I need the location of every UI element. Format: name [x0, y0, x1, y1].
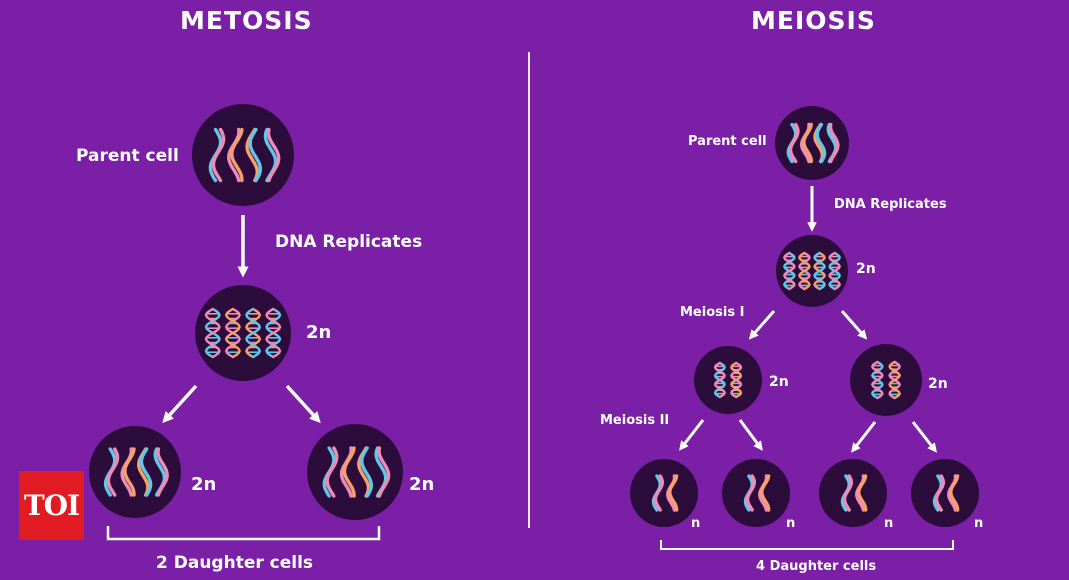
dna-strand	[760, 474, 771, 512]
dna-strand	[730, 361, 743, 399]
dna-strand	[934, 474, 945, 512]
dna-strand	[842, 474, 853, 512]
mitosis-arrow-right	[285, 384, 321, 424]
dna-strand	[325, 446, 339, 498]
dna-strand	[668, 474, 679, 512]
mitosis-ploidy-daughter-1: 2n	[191, 474, 217, 495]
dna-strand	[653, 474, 664, 512]
dna-strand	[813, 251, 826, 291]
panel-divider	[528, 52, 530, 528]
dna-strand	[802, 122, 813, 164]
meiosis-daughter-bracket	[660, 540, 954, 550]
mitosis-daughter-cell-1	[89, 426, 181, 518]
meiosis-ploidy-replicated: 2n	[856, 261, 876, 277]
mitosis-title: METOSIS	[180, 6, 313, 35]
meiosis-ii-cell-2	[722, 459, 790, 527]
mitosis-parent-label: Parent cell	[76, 146, 179, 166]
dna-strand	[745, 474, 756, 512]
meiosis-ii-cell-3	[819, 459, 887, 527]
meiosis-title: MEIOSIS	[751, 6, 876, 35]
meiosis-arrow-ii-1	[679, 419, 705, 451]
meiosis-i-ploidy-2: 2n	[928, 376, 948, 392]
dna-strand	[377, 446, 391, 498]
dna-strand	[266, 127, 281, 183]
mitosis-daughter-cell-2	[307, 424, 403, 520]
mitosis-ploidy-daughter-2: 2n	[409, 474, 435, 495]
dna-strand	[211, 127, 226, 183]
meiosis-arrow-ii-2	[738, 419, 763, 451]
dna-strand	[798, 251, 811, 291]
dna-strand	[265, 307, 282, 359]
dna-strand	[245, 307, 262, 359]
mitosis-replicate-label: DNA Replicates	[275, 232, 423, 252]
dna-strand	[360, 446, 373, 498]
dna-strand	[828, 251, 842, 291]
dna-strand	[156, 447, 169, 497]
meiosis-daughter-label: 4 Daughter cells	[756, 559, 877, 574]
mitosis-parent-cell	[192, 104, 294, 206]
meiosis-i-cell-2	[850, 344, 922, 416]
meiosis-ii-ploidy-2: n	[786, 516, 796, 531]
meiosis-ii-ploidy-4: n	[974, 516, 984, 531]
dna-strand	[888, 360, 902, 400]
meiosis-parent-cell	[775, 106, 849, 180]
mitosis-daughter-bracket	[106, 526, 381, 541]
dna-strand	[248, 127, 262, 183]
meiosis-parent-label: Parent cell	[688, 134, 767, 149]
meiosis-ii-cell-1	[630, 459, 698, 527]
meiosis-i-ploidy-1: 2n	[769, 374, 789, 390]
dna-strand	[713, 361, 726, 399]
meiosis-replicate-label: DNA Replicates	[834, 197, 947, 212]
dna-strand	[788, 122, 800, 164]
dna-strand	[139, 447, 153, 497]
meiosis-ii-ploidy-1: n	[691, 516, 701, 531]
dna-strand	[123, 447, 136, 497]
dna-strand	[782, 251, 796, 291]
meiosis-arrow-i-left	[748, 310, 776, 340]
meiosis-arrow-ii-3	[851, 421, 877, 453]
meiosis-replicated-cell	[776, 235, 848, 307]
dna-strand	[230, 127, 244, 183]
dna-strand	[857, 474, 868, 512]
dna-strand	[342, 446, 356, 498]
dna-strand	[815, 122, 827, 164]
meiosis-ii-ploidy-3: n	[884, 516, 894, 531]
mitosis-replicated-cell	[195, 285, 291, 381]
dna-strand	[828, 122, 840, 164]
dna-strand	[224, 307, 241, 359]
meiosis-i-label: Meiosis I	[680, 305, 745, 320]
meiosis-i-cell-1	[694, 346, 762, 414]
meiosis-arrow-i-right	[840, 310, 868, 340]
toi-logo: TOI	[19, 471, 84, 540]
meiosis-ii-label: Meiosis II	[600, 413, 670, 428]
dna-strand	[106, 447, 120, 497]
meiosis-arrow-ii-4	[911, 421, 937, 453]
mitosis-daughter-label: 2 Daughter cells	[156, 553, 314, 573]
dna-strand	[870, 360, 884, 400]
meiosis-ii-cell-4	[911, 459, 979, 527]
mitosis-ploidy-replicated: 2n	[306, 322, 332, 343]
dna-strand	[204, 307, 221, 359]
mitosis-arrow-left	[162, 384, 198, 424]
dna-strand	[949, 474, 960, 512]
